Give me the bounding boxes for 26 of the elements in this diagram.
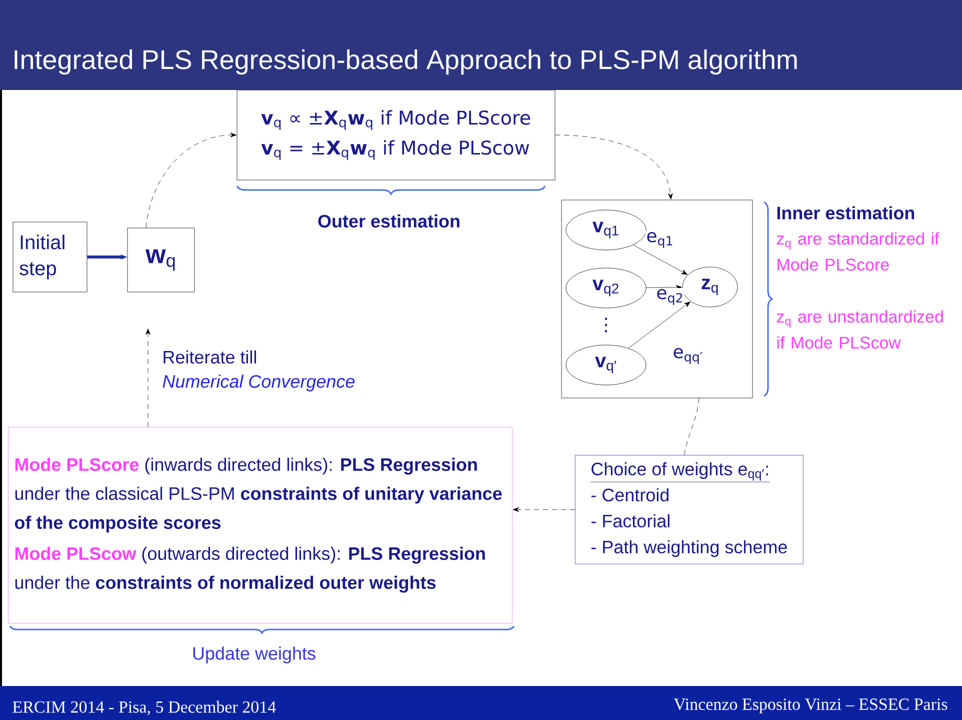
edge-label: e$_{q1}$ bbox=[645, 231, 675, 249]
arrow bbox=[632, 244, 688, 275]
list-box: Choice of weights e$_{qq′}$: - Centroid - Factorial - Path weighting scheme bbox=[575, 455, 804, 564]
edge-label: e$_{q2}$ bbox=[655, 288, 685, 306]
arrow bbox=[146, 328, 150, 428]
ellipsis: ⋮ bbox=[605, 318, 607, 332]
heading: Inner estimation bbox=[777, 206, 914, 220]
arrow bbox=[628, 302, 690, 348]
node-label: z$_{q}$ are standardized if Mode PLScore bbox=[776, 232, 940, 271]
formula-box: v$_{q}$ ∝ ±X$_{q}$w$_{q}$ if Mode PLScore v$_{q}$ = ±X$_{q}$w$_{q}$ if Mode PLScow bbox=[236, 90, 556, 180]
arrow bbox=[646, 284, 682, 290]
node-label: Update weights bbox=[193, 646, 316, 664]
text-box: Mode PLScore (inwards directed links): PLS Regression under the classical PLS-PM constraints of unitary variance of the composite scores Mode PLScow (outwards directed links): PLS Regression under the constraints of normalized outer weights bbox=[8, 427, 512, 624]
arrow bbox=[146, 132, 236, 228]
edge-label: e$_{qq′}$ bbox=[672, 347, 704, 365]
footer-text: Vincenzo Esposito Vinzi – ESSEC Paris bbox=[674, 698, 948, 714]
slide-title: Integrated PLS Regression-based Approach to PLS-PM algorithm bbox=[14, 49, 797, 75]
note: Numerical Convergence bbox=[162, 374, 355, 392]
node-label: Outer estimation bbox=[318, 214, 460, 228]
arrow bbox=[512, 507, 576, 512]
node-label: z$_{q}$ are unstandardized if Mode PLScow bbox=[776, 310, 943, 349]
process-box: w$_{q}$ bbox=[127, 228, 195, 292]
footer-text: ERCIM 2014 - Pisa, 5 December 2014 bbox=[12, 700, 276, 716]
process-box: Initial step bbox=[12, 222, 88, 292]
note: Reiterate till bbox=[164, 350, 256, 364]
arrow bbox=[555, 134, 673, 200]
